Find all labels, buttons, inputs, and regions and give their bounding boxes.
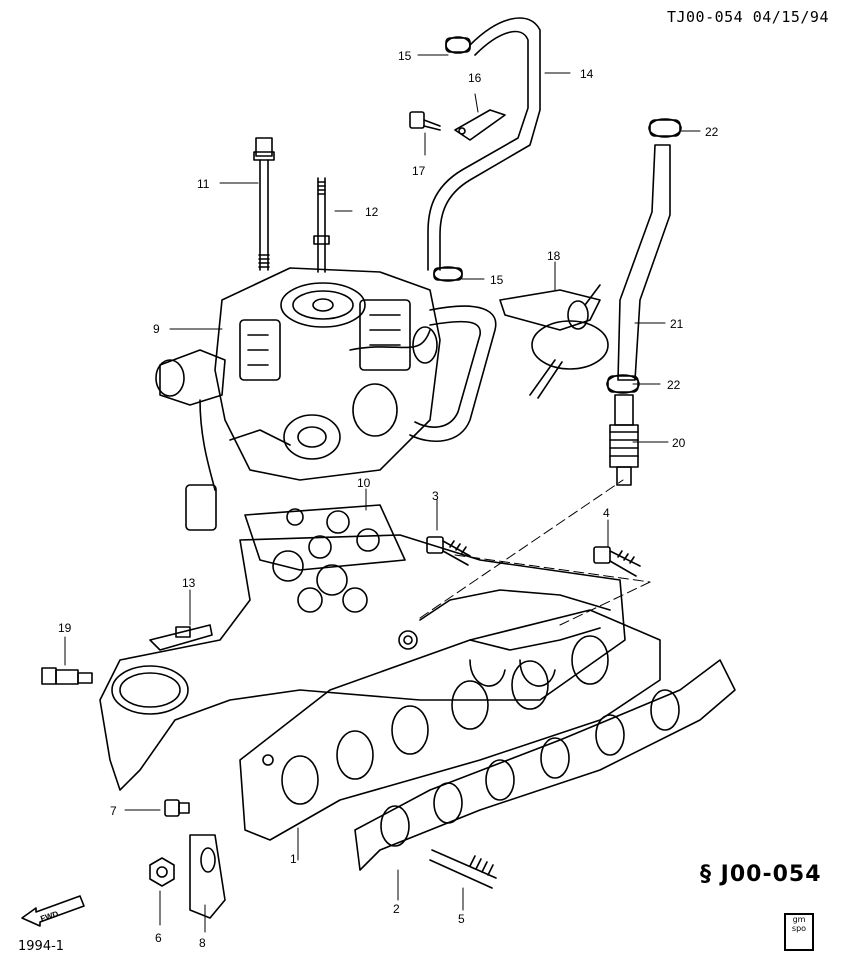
diagram-reference: TJ00-054 04/15/94 <box>666 8 829 26</box>
gasket-part-2 <box>354 659 736 871</box>
callout-22-lower: 22 <box>667 378 681 392</box>
callout-2: 2 <box>393 902 400 916</box>
clamp-part-15-upper <box>445 36 471 54</box>
bolt-part-17 <box>409 111 441 131</box>
stud-part-5 <box>429 849 497 889</box>
hose-part-14 <box>427 17 541 271</box>
gm-spo-badge: gm spo <box>784 913 814 951</box>
model-year: 1994-1 <box>18 939 65 954</box>
badge-bottom-text: spo <box>791 924 807 933</box>
alignment-lines <box>419 479 651 626</box>
bolt-part-4 <box>593 546 641 577</box>
diagram-code: § J00-054 <box>700 862 822 887</box>
callout-8: 8 <box>199 936 206 950</box>
intake-manifold <box>99 534 626 791</box>
callout-6: 6 <box>155 931 162 945</box>
callout-9: 9 <box>153 322 160 336</box>
exhaust-manifold-part-1 <box>239 609 661 841</box>
forward-arrow-icon <box>21 895 85 927</box>
callout-5: 5 <box>458 912 465 926</box>
nut-part-6 <box>149 857 175 887</box>
hose-part-21 <box>617 144 671 381</box>
gasket-part-10 <box>244 504 406 571</box>
callout-10: 10 <box>357 476 371 490</box>
callout-15-upper: 15 <box>398 49 412 63</box>
bracket-part-16 <box>454 109 506 141</box>
callout-12: 12 <box>365 205 379 219</box>
bracket-part-13 <box>149 624 213 651</box>
fwd-text: FWD <box>39 909 59 923</box>
vacuum-valve-part-18 <box>499 284 609 399</box>
callout-21: 21 <box>670 317 684 331</box>
callout-16: 16 <box>468 71 482 85</box>
fitting-part-20 <box>609 394 639 486</box>
sensor-part-19 <box>41 667 93 685</box>
plug-part-7 <box>164 799 190 817</box>
clamp-part-15-lower <box>433 266 463 282</box>
callout-17: 17 <box>412 164 426 178</box>
callout-22-upper: 22 <box>705 125 719 139</box>
badge-top-text: gm <box>792 915 806 924</box>
callout-labels: 1 2 3 4 5 6 7 8 9 10 11 12 13 14 15 15 1… <box>58 49 719 950</box>
callout-14: 14 <box>580 67 594 81</box>
plate-part-8 <box>189 834 226 919</box>
callout-1: 1 <box>290 852 297 866</box>
diagram-code-text: J00-054 <box>720 862 822 887</box>
callout-11: 11 <box>197 177 210 191</box>
bolt-part-11 <box>253 137 275 271</box>
callout-3: 3 <box>432 489 439 503</box>
callout-18: 18 <box>547 249 561 263</box>
carburetor-part-9 <box>155 267 497 531</box>
clamp-part-22-lower <box>606 374 640 394</box>
callout-4: 4 <box>603 506 610 520</box>
section-symbol-icon: § <box>700 862 712 887</box>
clamp-part-22-upper <box>648 118 682 138</box>
leader-lines <box>64 54 701 933</box>
callout-7: 7 <box>110 804 117 818</box>
fwd-label: FWD <box>39 909 59 923</box>
bolt-part-3 <box>426 536 471 566</box>
callout-13: 13 <box>182 576 196 590</box>
stud-part-12 <box>313 177 330 273</box>
callout-19: 19 <box>58 621 72 635</box>
callout-15-lower: 15 <box>490 273 504 287</box>
callout-20: 20 <box>672 436 686 450</box>
